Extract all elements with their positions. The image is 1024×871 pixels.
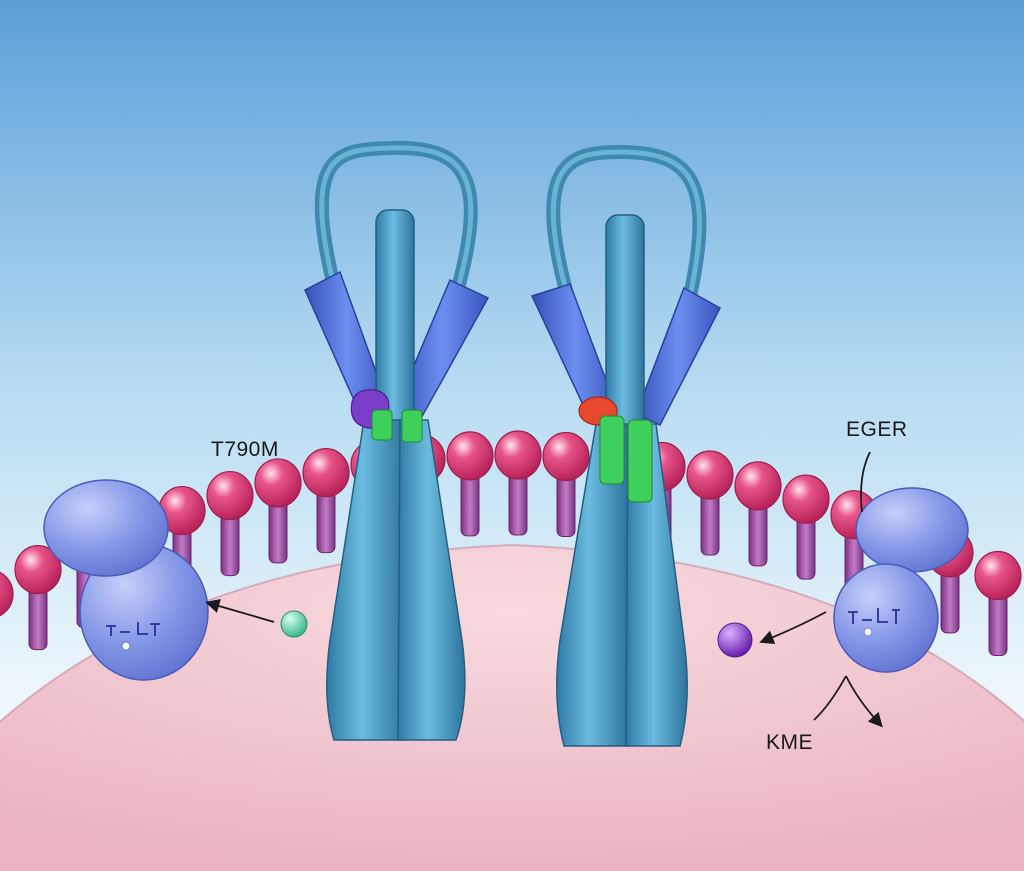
mutation-site-right-a <box>599 415 625 485</box>
receptor-dimer-right <box>530 144 721 747</box>
kinase-protein-left <box>43 479 209 681</box>
arrow-to-purple-ligand <box>759 611 827 645</box>
leader-kme <box>813 675 878 722</box>
mutation-label: T790M <box>211 438 279 461</box>
receptor-body-left-a <box>326 419 406 741</box>
kinase-protein-right <box>833 487 969 673</box>
kinase-pocket-left <box>121 641 131 651</box>
receptor-dimer-left <box>304 140 490 741</box>
kinase-pocket-right <box>863 627 873 637</box>
ligand-purple-free <box>717 622 753 658</box>
receptor-wing-right-b <box>635 286 721 426</box>
mutation-site-left-b <box>401 409 423 443</box>
kinase-label: KME <box>766 731 814 754</box>
mutation-site-left-a <box>371 409 393 441</box>
mutation-site-right-b <box>627 419 653 503</box>
receptor-body-left-b <box>397 419 466 741</box>
leader-eger <box>860 451 871 513</box>
kinase-glyph-right <box>848 608 900 624</box>
small-molecule-teal <box>280 610 308 638</box>
receptor-label: EGER <box>846 418 908 441</box>
kinase-glyph-left <box>106 622 160 636</box>
arrow-to-left-kinase <box>205 599 275 623</box>
receptor-body-right-b <box>625 423 688 747</box>
receptor-body-right-a <box>556 423 629 747</box>
cytoplasm <box>0 545 1024 871</box>
